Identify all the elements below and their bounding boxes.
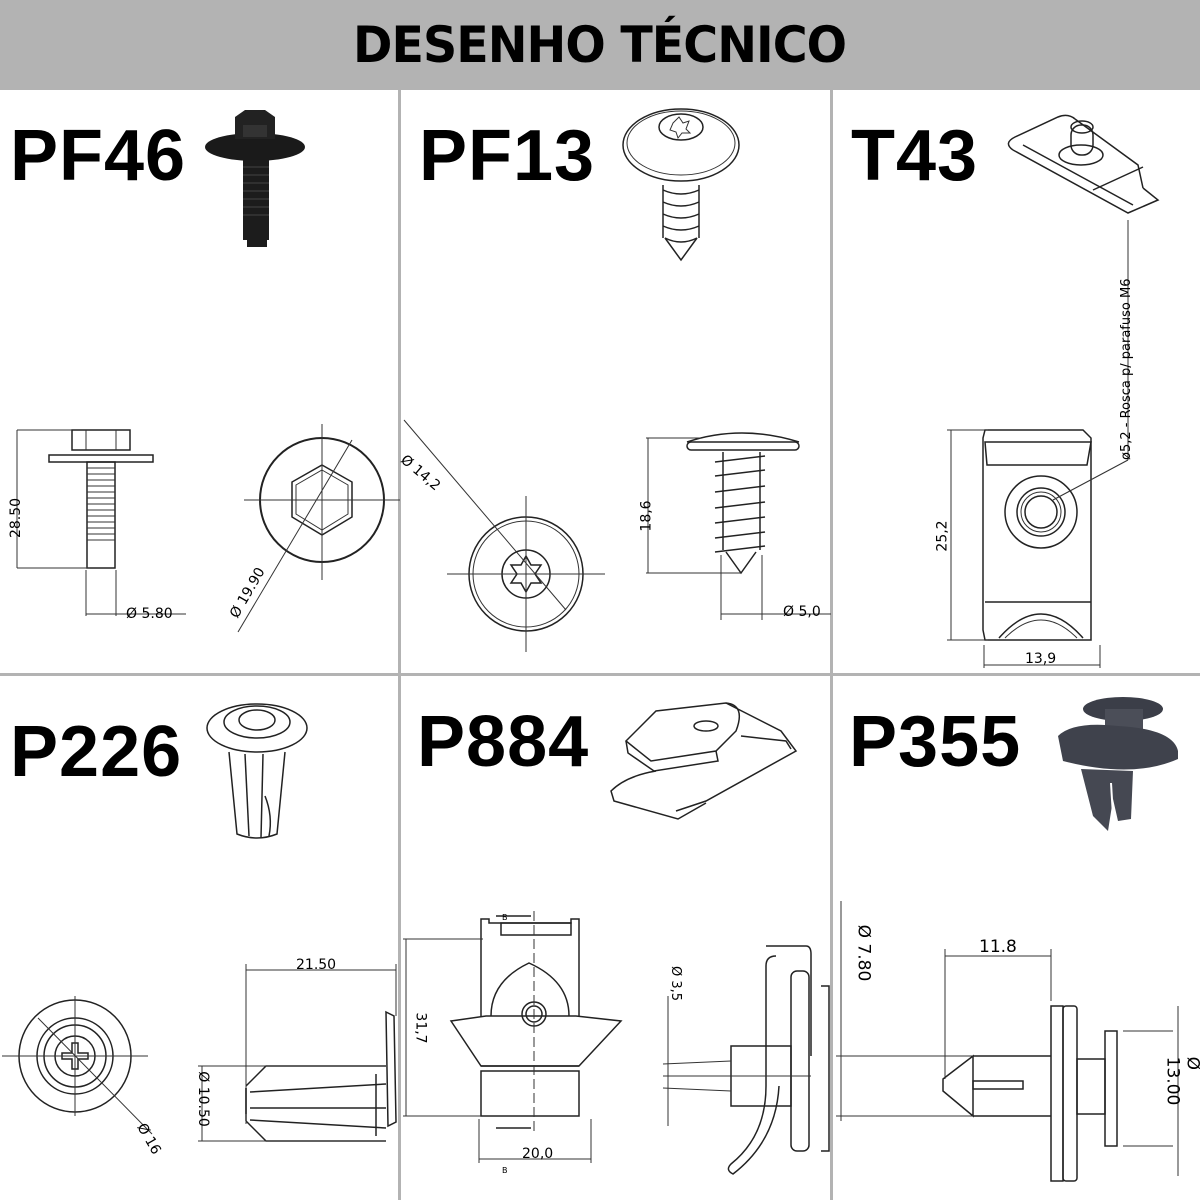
p355-length-label: 11.8 [979,937,1017,957]
p884-section-view-drawing [662,945,830,1175]
p226-length-label: 21.50 [296,957,337,973]
section-b-label-top: B [502,913,508,922]
pf13-side-view-drawing [646,432,831,620]
grid-divider-vertical-2 [830,90,833,1200]
part-cell-pf46: PF46 28.50 Ø 5.80 [0,90,400,673]
p355-shank-diameter-label: Ø 7.80 [853,924,874,982]
metal-spring-clip-icon [610,702,798,820]
p355-head-diameter-label: Ø 13.00 [1162,1056,1200,1106]
part-code: P884 [417,702,590,782]
part-cell-pf13: PF13 Ø 14,2 [397,90,831,673]
pf46-side-view-drawing [16,429,186,616]
t43-front-view-drawing [947,220,1129,668]
section-b-label-bottom: B [502,1166,508,1175]
p226-side-view-drawing [198,964,397,1142]
part-code: T43 [851,116,979,196]
page-title: DESENHO TÉCNICO [353,16,847,74]
pf13-thread-diameter-label: Ø 5,0 [783,604,821,620]
pf46-length-label: 28.50 [8,497,25,539]
p226-front-view-drawing [2,996,153,1135]
t43-thread-note: ø5,2 - Rosca p/ parafuso M6 [1119,278,1134,460]
pf46-thread-diameter-label: Ø 5.80 [126,606,173,622]
p884-height-label: 31,7 [412,1012,429,1044]
p226-body-diameter-label: Ø 10.50 [194,1071,211,1127]
black-hex-flange-bolt-icon [205,110,305,247]
p884-front-view-drawing [403,911,623,1163]
push-rivet-clip-icon [1058,697,1178,831]
part-code: PF13 [419,116,596,196]
torx-flange-screw-icon [622,108,740,262]
t43-height-label: 25,2 [934,520,951,552]
part-code: P226 [10,712,183,792]
t43-width-label: 13,9 [1025,651,1057,667]
grid-divider-vertical-1 [398,90,401,1200]
page-header: DESENHO TÉCNICO [0,0,1200,90]
p884-width-label: 20,0 [522,1146,554,1162]
p355-side-view-drawing [836,901,1179,1182]
pf13-length-label: 18,6 [638,500,655,532]
part-cell-p226: P226 Ø 16 [0,676,398,1200]
part-cell-p884: P884 31,7 20,0 B [401,676,830,1200]
grid-divider-horizontal [0,673,1200,676]
part-cell-p355: P355 Ø 7.80 11.8 Ø 13.00 [833,676,1200,1200]
pf46-top-view-drawing [237,424,400,633]
p884-hole-diameter-label: Ø 3,5 [668,965,684,1002]
part-code: PF46 [10,116,187,196]
part-cell-t43: T43 25,2 13,9 ø5,2 - Rosca p/ p [833,90,1200,673]
pf13-front-view-drawing [403,419,605,652]
part-code: P355 [849,702,1022,782]
plastic-expansion-nut-icon [206,703,308,839]
u-nut-clip-icon [1007,114,1160,214]
